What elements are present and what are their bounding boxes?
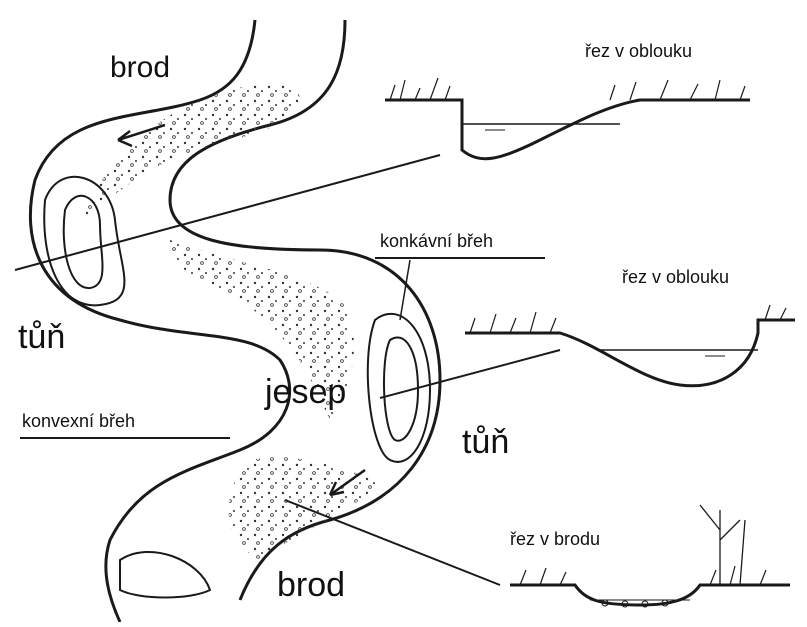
section-line-top <box>15 155 440 270</box>
label-tun-right: tůň <box>462 425 509 459</box>
pool-contour-left-2 <box>64 196 103 288</box>
label-rez-oblouk-middle: řez v oblouku <box>622 268 729 286</box>
pool-contour-bottom <box>120 552 210 598</box>
konkavni-leader-down <box>400 260 410 320</box>
cross-section-brod <box>510 505 790 607</box>
cross-section-oblouk-top <box>385 78 750 159</box>
cross-section-oblouk-middle <box>465 305 795 386</box>
label-konkavni-breh: konkávní břeh <box>380 232 493 250</box>
label-rez-oblouk-top: řez v oblouku <box>585 42 692 60</box>
section-line-middle <box>380 350 560 398</box>
label-rez-brod: řez v brodu <box>510 530 600 548</box>
label-tun-left: tůň <box>18 320 65 354</box>
label-brod-top: brod <box>110 53 170 83</box>
label-jesep: jesep <box>265 375 346 409</box>
label-brod-bottom: brod <box>277 568 345 602</box>
label-konvexni-breh: konvexní břeh <box>22 412 135 430</box>
